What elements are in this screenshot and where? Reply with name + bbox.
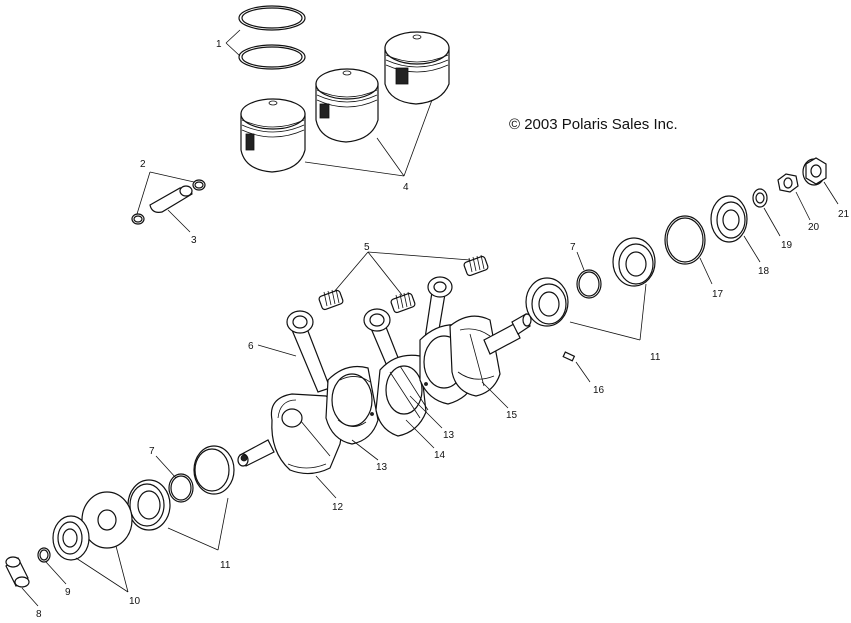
leader-21 <box>823 181 839 205</box>
callout-7-right: 7 <box>570 242 576 253</box>
seal-disc-large <box>81 491 133 549</box>
leader-6 <box>257 344 297 357</box>
leader-20 <box>795 191 811 221</box>
leader-16 <box>575 361 591 383</box>
snap-ring <box>37 547 51 563</box>
leader-4 <box>304 99 433 177</box>
callout-13a: 13 <box>376 462 388 473</box>
piston-left <box>240 98 306 173</box>
leader-8 <box>21 587 39 607</box>
o-ring-large <box>664 215 706 265</box>
wrist-pin <box>149 185 193 213</box>
leader-13a <box>351 439 379 461</box>
leader-10 <box>75 545 129 593</box>
callout-2: 2 <box>140 159 146 170</box>
callout-4: 4 <box>403 182 409 193</box>
leader-19 <box>763 207 781 237</box>
piston-rings <box>238 5 306 70</box>
leader-1 <box>225 29 241 57</box>
circlip-upper <box>192 179 206 191</box>
seal-right <box>710 195 748 243</box>
oil-seal <box>52 515 90 561</box>
callout-11-left: 11 <box>220 560 231 571</box>
callout-12: 12 <box>332 502 344 513</box>
bearing-right-inner <box>525 277 569 327</box>
callout-18: 18 <box>758 266 770 277</box>
o-ring-left <box>168 473 194 503</box>
crankshaft <box>237 313 532 475</box>
leader-3 <box>167 209 191 233</box>
bearing-right-outer <box>612 237 656 287</box>
leader-7-right <box>576 251 585 271</box>
bearing-left-outer <box>127 479 171 531</box>
leader-2 <box>136 171 195 215</box>
circlip-lower <box>131 213 145 225</box>
callout-17: 17 <box>712 289 724 300</box>
callout-3: 3 <box>191 235 197 246</box>
callout-16: 16 <box>593 385 605 396</box>
cap <box>802 157 827 186</box>
needle-bearing-center <box>390 291 416 314</box>
leader-15 <box>481 381 509 409</box>
callout-5: 5 <box>364 242 370 253</box>
piston-center <box>315 68 379 143</box>
leader-11-left <box>167 497 229 551</box>
callout-8: 8 <box>36 609 42 618</box>
connecting-rod-left <box>286 310 331 393</box>
bearing-left-inner <box>193 445 248 495</box>
callout-19: 19 <box>781 240 793 251</box>
callout-21: 21 <box>838 209 850 220</box>
piston-right <box>384 31 450 105</box>
callout-13b: 13 <box>443 430 455 441</box>
callout-9: 9 <box>65 587 71 598</box>
leader-12 <box>315 475 337 499</box>
leader-7-left <box>155 455 177 479</box>
copyright-text: © 2003 Polaris Sales Inc. <box>509 116 678 133</box>
leader-18 <box>743 235 761 263</box>
dowel-pin <box>562 351 576 362</box>
callout-14a: 14 <box>434 450 446 461</box>
leader-5 <box>333 251 471 296</box>
o-ring-right <box>576 269 602 299</box>
callout-6: 6 <box>248 341 254 352</box>
callout-7-left: 7 <box>149 446 155 457</box>
callout-15: 15 <box>506 410 518 421</box>
leader-13b <box>409 395 443 429</box>
callout-11-right: 11 <box>650 352 661 363</box>
leader-14a <box>405 419 435 449</box>
leader-11-right <box>569 283 647 341</box>
callout-1: 1 <box>216 39 222 50</box>
callout-10: 10 <box>129 596 141 607</box>
needle-bearing-right <box>463 254 489 277</box>
nut <box>777 173 799 193</box>
needle-bearing-left <box>318 288 344 311</box>
callout-20: 20 <box>808 222 820 233</box>
leader-9 <box>45 561 67 585</box>
washer <box>752 188 768 208</box>
bushing <box>5 556 30 588</box>
leader-17 <box>699 257 713 285</box>
